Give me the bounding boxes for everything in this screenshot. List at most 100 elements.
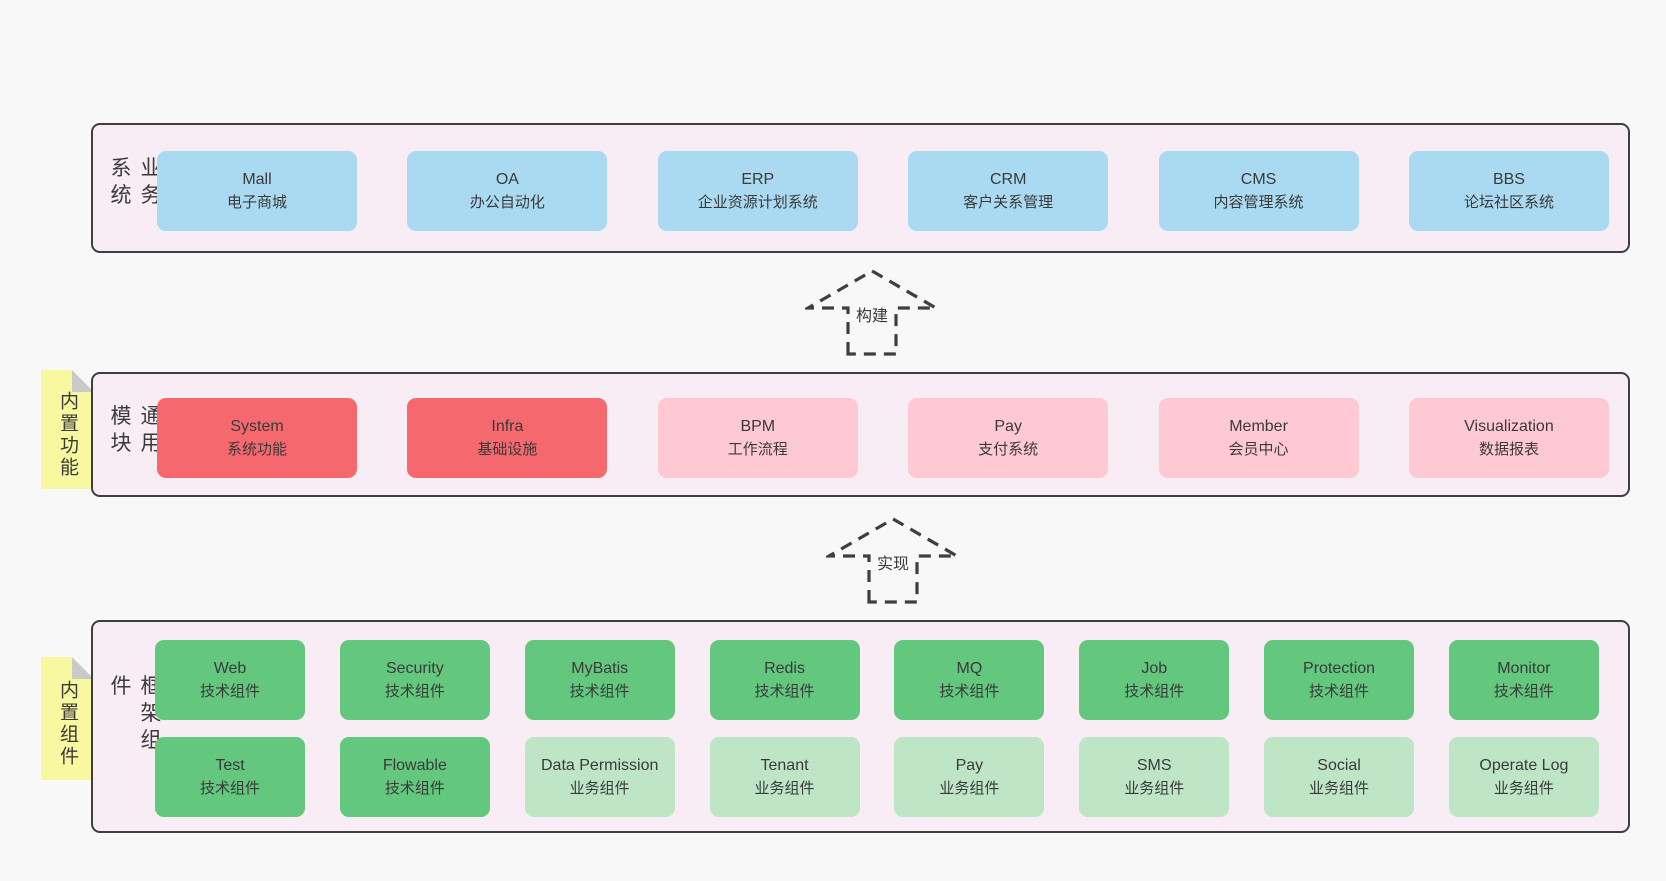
- note-label: 内置功能: [57, 390, 78, 479]
- band-common-modules: 通用模块 System 系统功能 Infra 基础设施 BPM 工作流程 Pay…: [91, 372, 1630, 497]
- node-title: MyBatis: [571, 660, 629, 677]
- node-title: CMS: [1240, 171, 1277, 188]
- node-flowable: Flowable 技术组件: [339, 737, 490, 817]
- node-oa: OA 办公自动化: [407, 151, 608, 231]
- node-tenant: Tenant 业务组件: [709, 737, 860, 817]
- arrow-label: 实现: [873, 549, 913, 575]
- node-security: Security 技术组件: [339, 640, 490, 720]
- node-web: Web 技术组件: [155, 640, 305, 720]
- band-business-systems: 业务系统 Mall 电子商城 OA 办公自动化 ERP 企业资源计划系统 CRM…: [91, 123, 1630, 253]
- node-subtitle: 支付系统: [978, 441, 1039, 458]
- node-subtitle: 业务组件: [1124, 780, 1185, 797]
- business-systems-row: Mall 电子商城 OA 办公自动化 ERP 企业资源计划系统 CRM 客户关系…: [157, 151, 1609, 231]
- node-bbs: BBS 论坛社区系统: [1408, 151, 1609, 231]
- node-title: Job: [1141, 660, 1168, 677]
- node-data-permission: Data Permission 业务组件: [524, 737, 675, 817]
- common-modules-row: System 系统功能 Infra 基础设施 BPM 工作流程 Pay 支付系统…: [157, 398, 1609, 478]
- node-title: CRM: [989, 171, 1027, 188]
- node-subtitle: 技术组件: [1124, 683, 1185, 700]
- node-subtitle: 技术组件: [384, 683, 445, 700]
- node-subtitle: 业务组件: [939, 780, 1000, 797]
- node-title: Social: [1317, 757, 1361, 774]
- node-title: Mall: [242, 171, 272, 188]
- band-label: 业务系统: [108, 156, 161, 211]
- node-title: Web: [213, 660, 247, 677]
- arrow-build: 构建: [805, 268, 939, 356]
- note-label: 内置组件: [57, 679, 78, 768]
- node-title: Redis: [764, 660, 805, 677]
- node-subtitle: 会员中心: [1228, 441, 1289, 458]
- node-subtitle: 系统功能: [226, 441, 287, 458]
- node-title: System: [230, 418, 284, 435]
- node-subtitle: 工作流程: [727, 441, 788, 458]
- band-framework-components: 框架组件 Web 技术组件 Security 技术组件 MyBatis 技术组件…: [91, 620, 1630, 833]
- node-subtitle: 技术组件: [1309, 683, 1370, 700]
- node-mybatis: MyBatis 技术组件: [524, 640, 675, 720]
- node-title: Visualization: [1464, 418, 1554, 435]
- node-subtitle: 业务组件: [569, 780, 630, 797]
- node-subtitle: 电子商城: [226, 194, 287, 211]
- node-title: Member: [1229, 418, 1288, 435]
- node-pay-biz: Pay 业务组件: [894, 737, 1045, 817]
- node-title: ERP: [741, 171, 775, 188]
- band-label: 通用模块: [108, 404, 161, 459]
- node-title: MQ: [956, 660, 983, 677]
- node-pay: Pay 支付系统: [908, 398, 1109, 478]
- framework-components-row-1: Web 技术组件 Security 技术组件 MyBatis 技术组件 Redi…: [155, 640, 1599, 720]
- arrow-label: 构建: [852, 301, 892, 327]
- node-subtitle: 业务组件: [1309, 780, 1370, 797]
- node-title: BPM: [740, 418, 776, 435]
- node-bpm: BPM 工作流程: [657, 398, 858, 478]
- node-visualization: Visualization 数据报表: [1408, 398, 1609, 478]
- node-subtitle: 数据报表: [1478, 441, 1539, 458]
- node-cms: CMS 内容管理系统: [1158, 151, 1359, 231]
- node-title: Tenant: [760, 757, 809, 774]
- node-mall: Mall 电子商城: [157, 151, 357, 231]
- node-subtitle: 论坛社区系统: [1463, 194, 1554, 211]
- node-subtitle: 内容管理系统: [1213, 194, 1304, 211]
- node-title: Pay: [994, 418, 1022, 435]
- node-title: Operate Log: [1479, 757, 1569, 774]
- node-title: Pay: [955, 757, 984, 774]
- node-infra: Infra 基础设施: [407, 398, 608, 478]
- node-subtitle: 基础设施: [477, 441, 538, 458]
- node-subtitle: 技术组件: [939, 683, 1000, 700]
- node-subtitle: 业务组件: [1493, 780, 1554, 797]
- node-system: System 系统功能: [157, 398, 357, 478]
- node-operate-log: Operate Log 业务组件: [1448, 737, 1599, 817]
- node-mq: MQ 技术组件: [894, 640, 1045, 720]
- node-title: Monitor: [1497, 660, 1551, 677]
- node-title: Protection: [1303, 660, 1376, 677]
- node-test: Test 技术组件: [155, 737, 305, 817]
- node-title: SMS: [1136, 757, 1172, 774]
- node-protection: Protection 技术组件: [1264, 640, 1415, 720]
- node-title: Flowable: [382, 757, 447, 774]
- node-subtitle: 客户关系管理: [963, 194, 1054, 211]
- node-redis: Redis 技术组件: [709, 640, 860, 720]
- node-subtitle: 技术组件: [199, 780, 260, 797]
- node-subtitle: 业务组件: [754, 780, 815, 797]
- node-social: Social 业务组件: [1264, 737, 1415, 817]
- node-subtitle: 技术组件: [384, 780, 445, 797]
- node-title: BBS: [1492, 171, 1525, 188]
- node-member: Member 会员中心: [1158, 398, 1359, 478]
- note-built-in-components: 内置组件: [41, 657, 94, 780]
- node-sms: SMS 业务组件: [1079, 737, 1230, 817]
- node-crm: CRM 客户关系管理: [908, 151, 1109, 231]
- node-title: Test: [215, 757, 245, 774]
- node-subtitle: 技术组件: [1493, 683, 1554, 700]
- framework-components-row-2: Test 技术组件 Flowable 技术组件 Data Permission …: [155, 737, 1599, 817]
- node-erp: ERP 企业资源计划系统: [657, 151, 858, 231]
- node-subtitle: 企业资源计划系统: [697, 194, 818, 211]
- node-title: Data Permission: [541, 757, 659, 774]
- arrow-implement: 实现: [826, 516, 960, 604]
- node-job: Job 技术组件: [1079, 640, 1230, 720]
- node-subtitle: 办公自动化: [469, 194, 545, 211]
- node-title: Infra: [491, 418, 524, 435]
- node-subtitle: 技术组件: [754, 683, 815, 700]
- node-monitor: Monitor 技术组件: [1448, 640, 1599, 720]
- note-built-in-features: 内置功能: [41, 370, 94, 489]
- node-title: Security: [385, 660, 444, 677]
- node-subtitle: 技术组件: [199, 683, 260, 700]
